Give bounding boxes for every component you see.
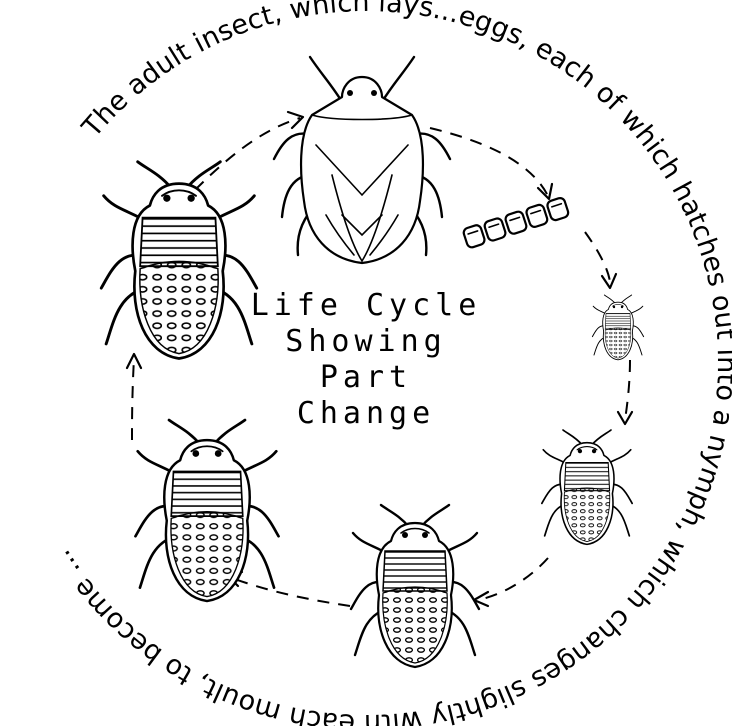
eggs-icon — [462, 197, 569, 249]
arrow-second-to-third-nymph — [478, 558, 548, 600]
title-line-1: Life Cycle — [216, 288, 516, 324]
third-nymph-icon — [351, 505, 479, 667]
arrow-adult-to-eggs — [430, 128, 548, 196]
title-line-4: Change — [216, 396, 516, 432]
title-line-3: Part — [216, 360, 516, 396]
arrow-fourth-to-fifth-nymph — [132, 358, 134, 440]
title-line-2: Showing — [216, 324, 516, 360]
arrow-eggs-to-first-nymph — [585, 232, 610, 282]
arrow-first-to-second-nymph — [625, 360, 630, 420]
second-nymph-icon — [542, 430, 632, 544]
adult-bug-icon — [274, 57, 450, 263]
diagram-title: Life Cycle Showing Part Change — [216, 288, 516, 432]
fourth-nymph-icon — [135, 420, 278, 601]
small-nymph-icon — [592, 295, 643, 360]
arrow-fifth-nymph-to-adult — [195, 118, 300, 190]
arrow-third-to-fourth-nymph — [232, 578, 350, 606]
